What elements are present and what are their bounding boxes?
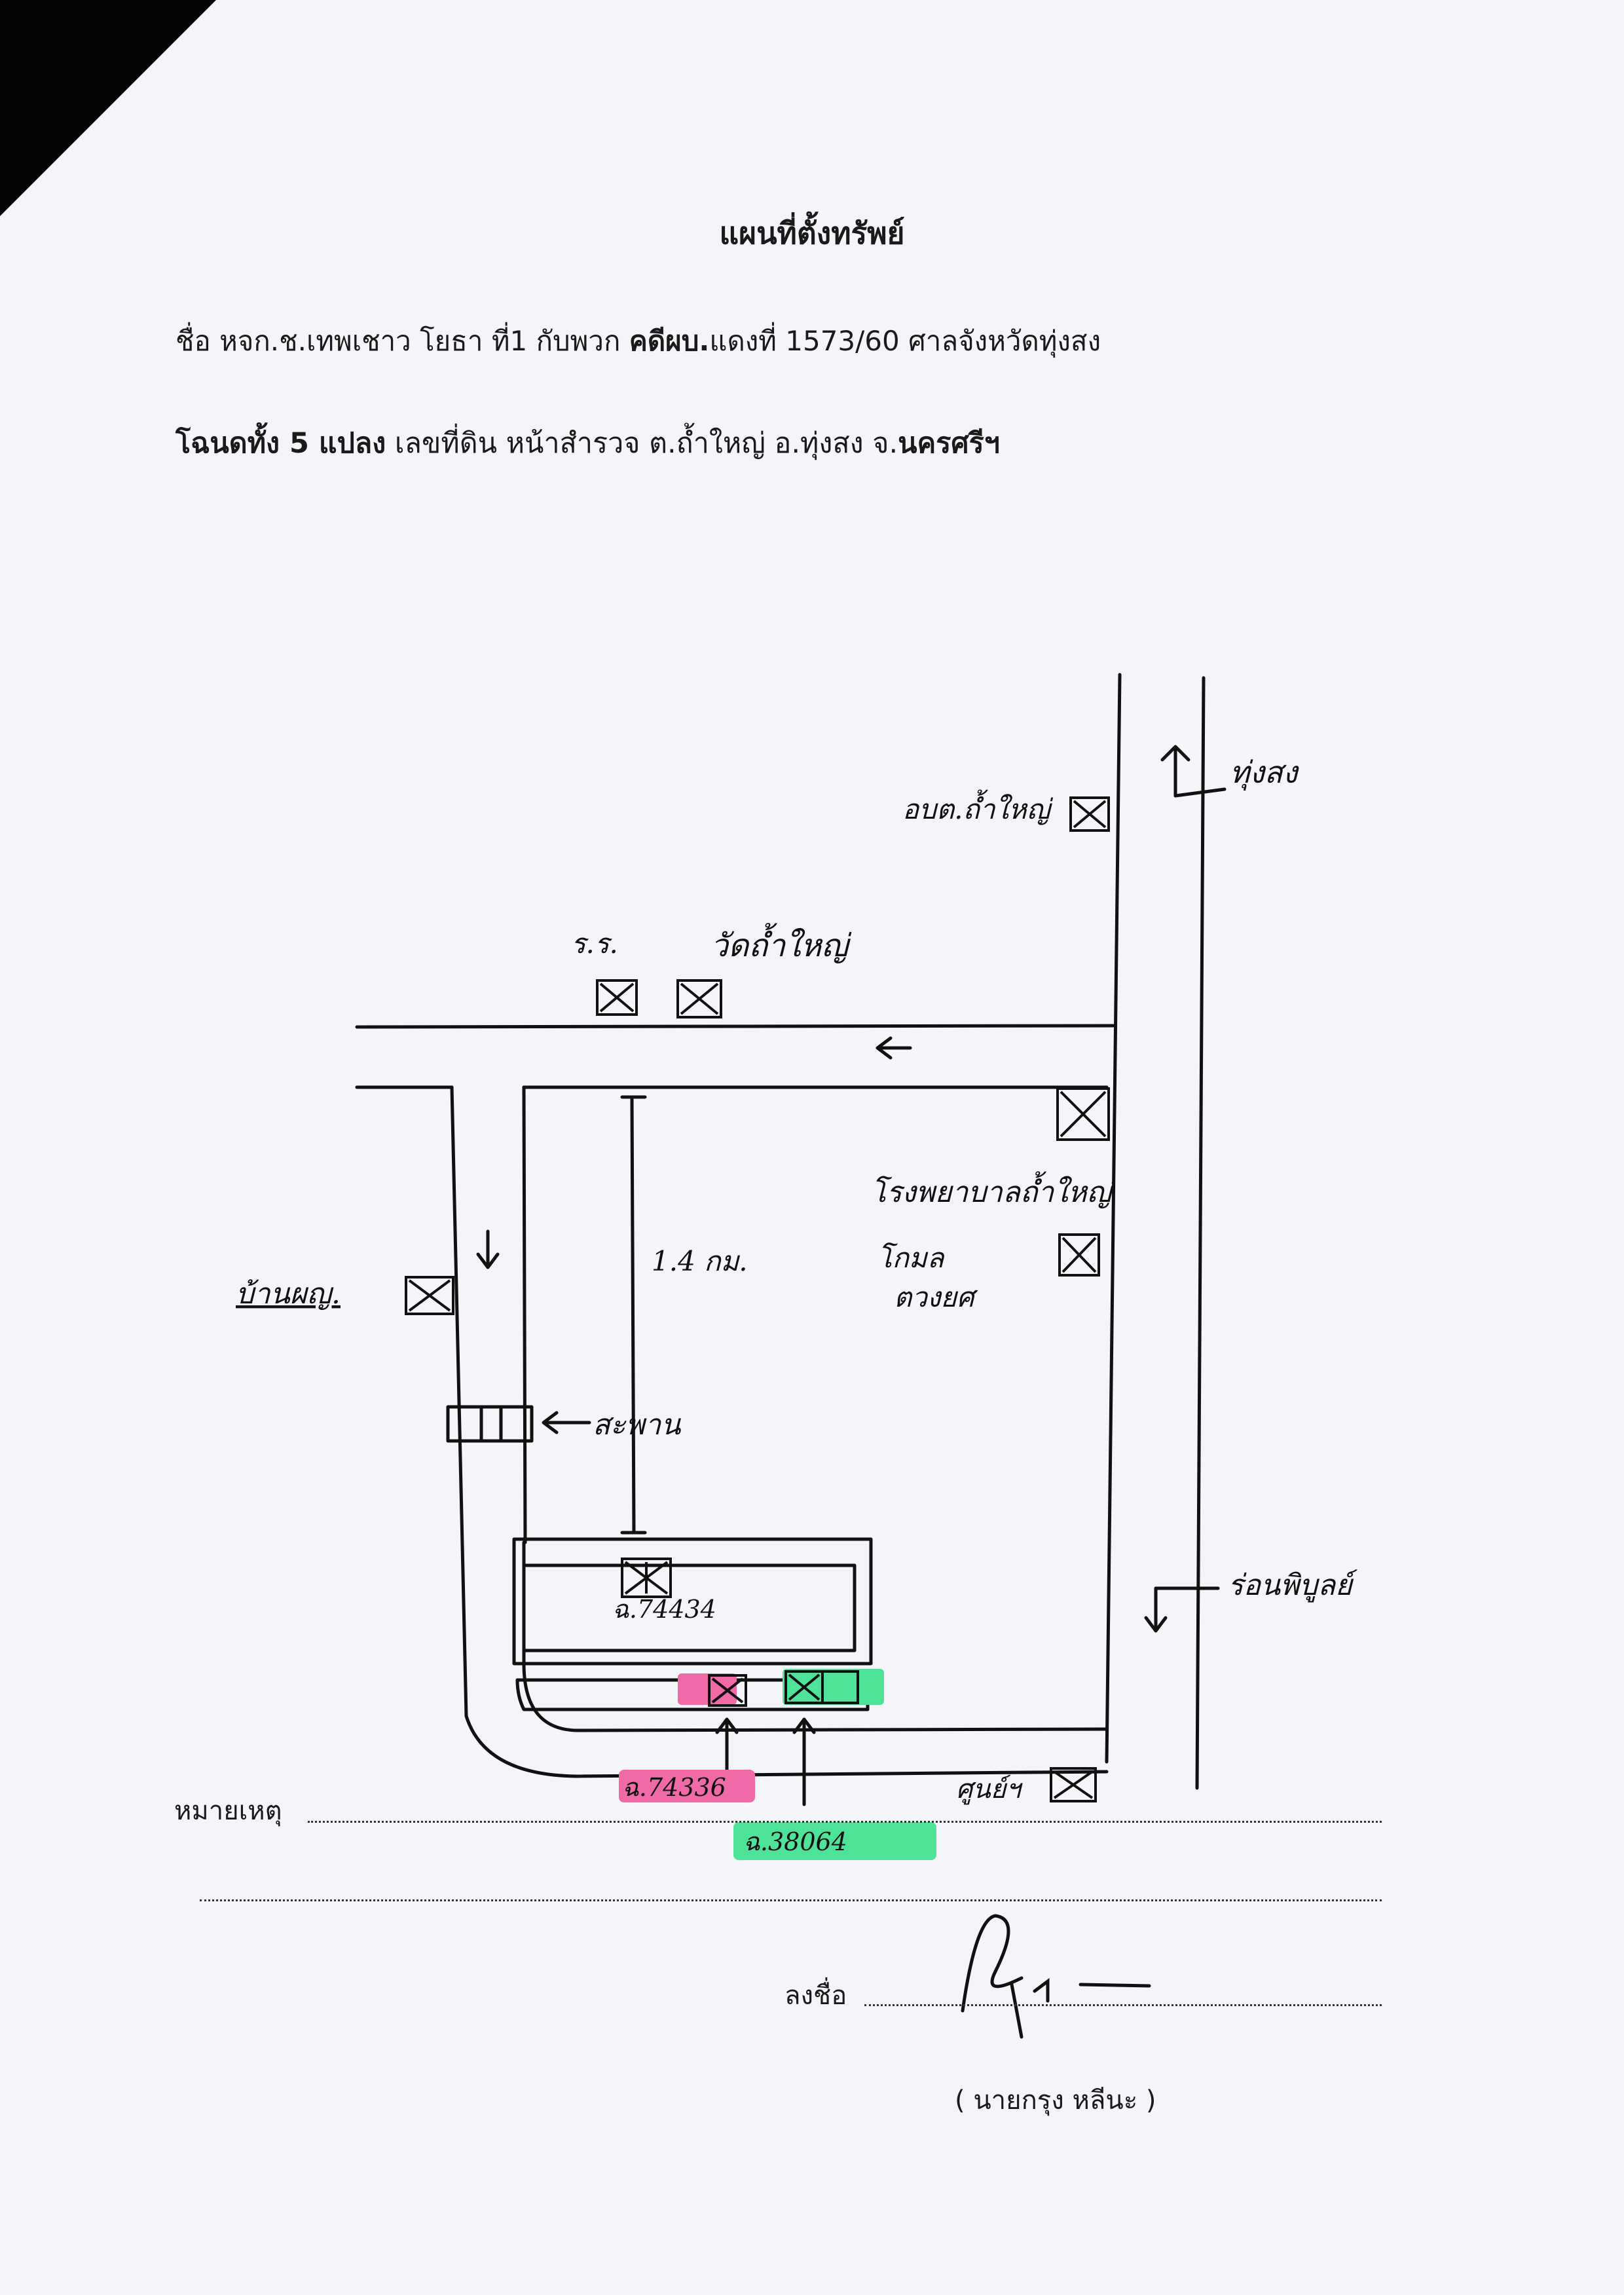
marker-school — [596, 979, 638, 1016]
label-temple-2b: ตวงยศ — [894, 1281, 978, 1313]
label-plot-3: ฉ.38064 — [743, 1827, 847, 1856]
bridge-shape — [446, 1405, 534, 1443]
plot-block-inner — [522, 1563, 857, 1652]
signature-dotted-line — [864, 2004, 1382, 2006]
province: นครศรีฯ — [898, 427, 1000, 460]
remarks-dotted-line-2 — [200, 1899, 1382, 1901]
deed-count: โฉนดทั้ง 5 แปลง — [175, 427, 386, 460]
label-bridge: สะพาน — [593, 1408, 682, 1442]
marker-plot-2 — [708, 1674, 747, 1707]
owner-name: ชื่อ หจก.ช.เทพเชาว โยธา ที่1 กับพวก — [175, 325, 629, 357]
label-temple: วัดถ้ำใหญ่ — [710, 923, 852, 964]
label-to-ronphibun: ร่อนพิบูลย์ — [1228, 1569, 1358, 1603]
road-inner-bottom — [522, 1540, 1109, 1732]
plot-strip — [515, 1678, 870, 1711]
marker-center — [1050, 1767, 1097, 1802]
label-village-head: บ้านผญ. — [236, 1277, 341, 1311]
inner-road-left — [522, 1085, 527, 1544]
document-title: แผนที่ตั้งทรัพย์ — [719, 215, 905, 251]
arrow-down-left — [476, 1229, 500, 1269]
marker-village-head — [405, 1276, 454, 1315]
highway-west-edge — [1105, 673, 1122, 1764]
arrow-plot-3 — [792, 1717, 816, 1806]
land-location: เลขที่ดิน หน้าสำรวจ ต.ถ้ำใหญ่ อ.ทุ่งสง จ… — [386, 427, 898, 460]
green-highlight-marker — [783, 1669, 884, 1705]
marker-plot-1 — [621, 1558, 672, 1598]
arrow-bridge — [542, 1411, 591, 1434]
marker-hospital — [1056, 1087, 1110, 1141]
signature — [961, 1914, 1151, 2039]
signature-label: ลงชื่อ — [784, 1981, 847, 2011]
label-school: ร.ร. — [571, 927, 618, 960]
signer-name: ( นายกรุง หลีนะ ) — [955, 2085, 1156, 2116]
label-distance: 1.4 กม. — [652, 1245, 748, 1277]
marker-temple — [676, 979, 722, 1018]
arrow-plot-2 — [715, 1717, 739, 1774]
case-line: ชื่อ หจก.ช.เทพเชาว โยธา ที่1 กับพวก คดีผ… — [175, 320, 1101, 363]
pink-label-highlight — [619, 1770, 755, 1802]
outer-road-left — [450, 1085, 468, 1718]
pink-highlight-marker — [678, 1673, 737, 1705]
side-road-top — [355, 1024, 1115, 1029]
label-temple-2: โกมล — [877, 1242, 946, 1274]
arrow-left — [876, 1036, 912, 1060]
label-hospital: โรงพยาบาลถ้ำใหญ่ — [871, 1171, 1115, 1209]
label-plot-2: ฉ.74336 — [622, 1773, 726, 1802]
case-number: แดงที่ 1573/60 ศาลจังหวัดทุ่งสง — [709, 325, 1101, 357]
marker-plot-3b — [821, 1670, 859, 1704]
arrow-to-thungsong — [1160, 745, 1190, 798]
remarks-dotted-line-1 — [308, 1821, 1382, 1823]
highway-east-edge — [1195, 676, 1206, 1790]
label-tambon-office: อบต.ถ้ำใหญ่ — [902, 789, 1054, 825]
distance-line — [630, 1095, 636, 1535]
case-label: คดีผบ. — [629, 325, 710, 357]
road-curve-bottom — [464, 1714, 1109, 1778]
marker-temple-2 — [1058, 1233, 1100, 1277]
marker-tambon-office — [1069, 796, 1110, 832]
green-label-highlight — [733, 1822, 936, 1860]
label-to-thungsong: ทุ่งสง — [1230, 755, 1300, 791]
remarks-label: หมายเหตุ — [174, 1796, 282, 1826]
label-center: ศูนย์ฯ — [956, 1774, 1023, 1805]
folded-corner — [0, 0, 216, 216]
deed-line: โฉนดทั้ง 5 แปลง เลขที่ดิน หน้าสำรวจ ต.ถ้… — [175, 420, 1000, 465]
plot-block-outer — [512, 1537, 873, 1666]
arrow-ronphibun — [1144, 1586, 1168, 1633]
label-plot-1: ฉ.74434 — [612, 1595, 716, 1624]
